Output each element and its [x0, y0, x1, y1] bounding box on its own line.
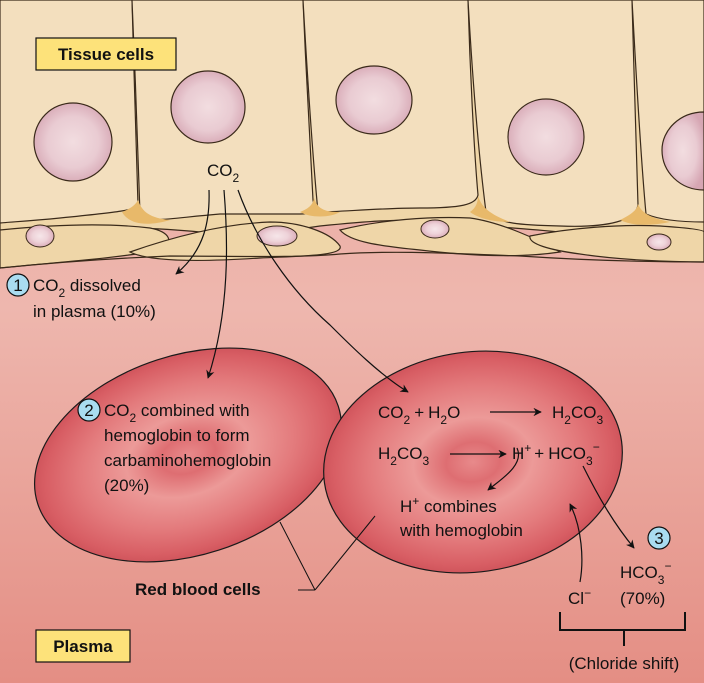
reaction-2-left: H2CO3	[378, 444, 429, 468]
arrow-to-plasma	[175, 189, 210, 275]
nucleus	[661, 111, 704, 191]
reactions: CO2+H2O H2CO3 H2CO3 H++HCO3− H+ combines…	[378, 403, 603, 540]
nucleus	[335, 65, 413, 135]
chloride-shift-label: (Chloride shift)	[569, 654, 680, 673]
reaction-1-left: CO2+H2O	[378, 403, 460, 427]
arrow-h-to-hemoglobin	[487, 447, 520, 491]
step-1: 1 CO2 dissolved in plasma (10%)	[6, 273, 156, 321]
step-1-line1: CO2 dissolved	[33, 276, 141, 300]
nucleus	[33, 102, 113, 182]
step-3: 3 HCO3− (70%)	[620, 526, 671, 608]
interstitial-fluid	[300, 198, 340, 217]
co2-arrows	[175, 189, 635, 583]
step-2-line4: (20%)	[104, 476, 149, 495]
h-combines-line1: H+ combines	[400, 494, 497, 516]
bicarbonate-ion: HCO3−	[620, 559, 671, 587]
nucleus	[646, 233, 672, 251]
interstitial-fluid	[470, 196, 510, 222]
leader-line	[279, 521, 316, 591]
arrow-to-rbc-left	[206, 189, 228, 379]
reaction-1-right: H2CO3	[552, 403, 603, 427]
arrow-to-rbc-right	[237, 189, 409, 393]
nucleus	[170, 70, 246, 144]
nucleus	[507, 98, 585, 176]
h-combines-line2: with hemoglobin	[399, 521, 523, 540]
co2-source-label: CO2	[207, 161, 240, 185]
chloride-shift-bracket	[559, 612, 686, 646]
step-badge	[77, 398, 101, 422]
chloride-ion: Cl−	[568, 586, 591, 608]
nucleus	[25, 224, 55, 248]
endothelial-nuclei	[25, 219, 672, 251]
tissue-nuclei	[33, 65, 704, 191]
rbc-leader-lines	[279, 515, 376, 591]
label-box	[35, 37, 177, 71]
plasma-text: Plasma	[53, 637, 113, 656]
interstitial-fluid	[122, 200, 170, 224]
arrow-bicarbonate-out	[582, 465, 635, 549]
step-2-line1: CO2 combined with	[104, 401, 250, 425]
bracket	[559, 612, 686, 631]
step-number: 1	[13, 276, 22, 295]
label-box	[35, 629, 131, 663]
rbc-left	[33, 347, 343, 563]
tissue-cells-text: Tissue cells	[58, 45, 154, 64]
step-2: 2 CO2 combined with hemoglobin to form c…	[77, 398, 271, 495]
nucleus	[256, 225, 298, 247]
step-badge	[6, 273, 30, 297]
red-blood-cells	[33, 347, 623, 574]
plasma-label: Plasma	[35, 629, 131, 663]
step-badge	[647, 526, 671, 550]
rbc-right	[323, 350, 623, 574]
capillary-wall-line	[0, 251, 704, 269]
tissue-cells-label: Tissue cells	[35, 37, 177, 71]
step-number: 2	[84, 401, 93, 420]
bicarbonate-percent: (70%)	[620, 589, 665, 608]
reaction-2-right: H++HCO3−	[512, 440, 600, 468]
endothelial-cell	[338, 216, 562, 257]
step-2-line2: hemoglobin to form	[104, 426, 250, 445]
step-number: 3	[654, 529, 663, 548]
step-1-line2: in plasma (10%)	[33, 302, 156, 321]
leader-line	[314, 515, 376, 591]
step-2-line3: carbaminohemoglobin	[104, 451, 271, 470]
red-blood-cells-label: Red blood cells	[135, 580, 261, 599]
interstitial-fluid	[620, 204, 670, 225]
nucleus	[420, 219, 450, 239]
arrow-chloride-in	[569, 503, 583, 583]
